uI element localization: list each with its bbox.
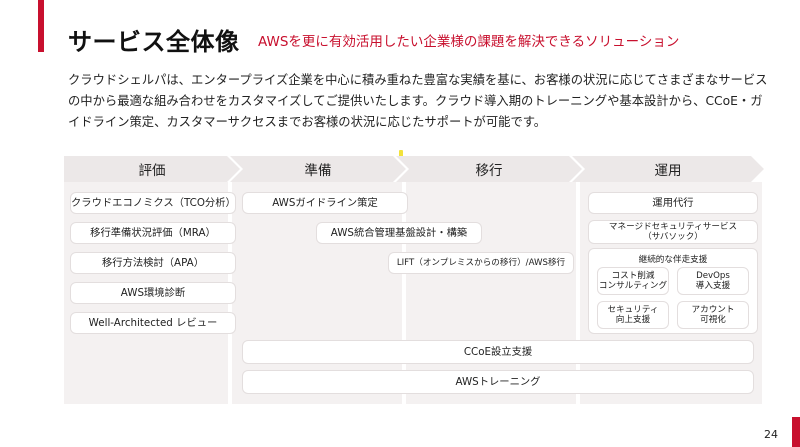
service-security-improvement: セキュリティ 向上支援 (597, 301, 669, 329)
page-subtitle: AWSを更に有効活用したい企業様の課題を解決できるソリューション (258, 34, 680, 50)
page-accent-bar (792, 417, 800, 447)
service-apa: 移行方法検討（APA） (70, 252, 236, 274)
service-cost-reduction: コスト削減 コンサルティング (597, 267, 669, 295)
service-devops: DevOps 導入支援 (677, 267, 749, 295)
column-preparation (232, 182, 402, 404)
page-title: サービス全体像 (68, 28, 240, 56)
phase-header-preparation: 準備 (230, 156, 406, 182)
service-aws-integrated-platform: AWS統合管理基盤設計・構築 (316, 222, 482, 244)
service-managed-security: マネージドセキュリティサービス （サバソック） (588, 220, 758, 244)
phase-header-migration: 移行 (396, 156, 582, 182)
service-tco-analysis: クラウドエコノミクス（TCO分析） (70, 192, 236, 214)
service-well-architected: Well-Architected レビュー (70, 312, 236, 334)
page-number: 24 (764, 428, 778, 441)
service-mra: 移行準備状況評価（MRA） (70, 222, 236, 244)
continuous-support-title: 継続的な伴走支援 (638, 255, 708, 265)
service-account-visualization: アカウント 可視化 (677, 301, 749, 329)
service-lift-migration: LIFT（オンプレミスからの移行）/AWS移行 (388, 252, 574, 274)
service-operation-agency: 運用代行 (588, 192, 758, 214)
phase-header-evaluation: 評価 (64, 156, 240, 182)
accent-bar (38, 0, 44, 52)
description-text: クラウドシェルパは、エンタープライズ企業を中心に積み重ねた豊富な実績を基に、お客… (68, 73, 768, 129)
column-migration (406, 182, 576, 404)
service-aws-training: AWSトレーニング (242, 370, 754, 394)
continuous-support-group: 継続的な伴走支援 コスト削減 コンサルティング DevOps 導入支援 セキュリ… (588, 248, 758, 334)
phase-header-operation: 運用 (572, 156, 764, 182)
cursor-marker (399, 150, 403, 158)
service-ccoe: CCoE設立支援 (242, 340, 754, 364)
service-aws-diagnosis: AWS環境診断 (70, 282, 236, 304)
service-aws-guideline: AWSガイドライン策定 (242, 192, 408, 214)
